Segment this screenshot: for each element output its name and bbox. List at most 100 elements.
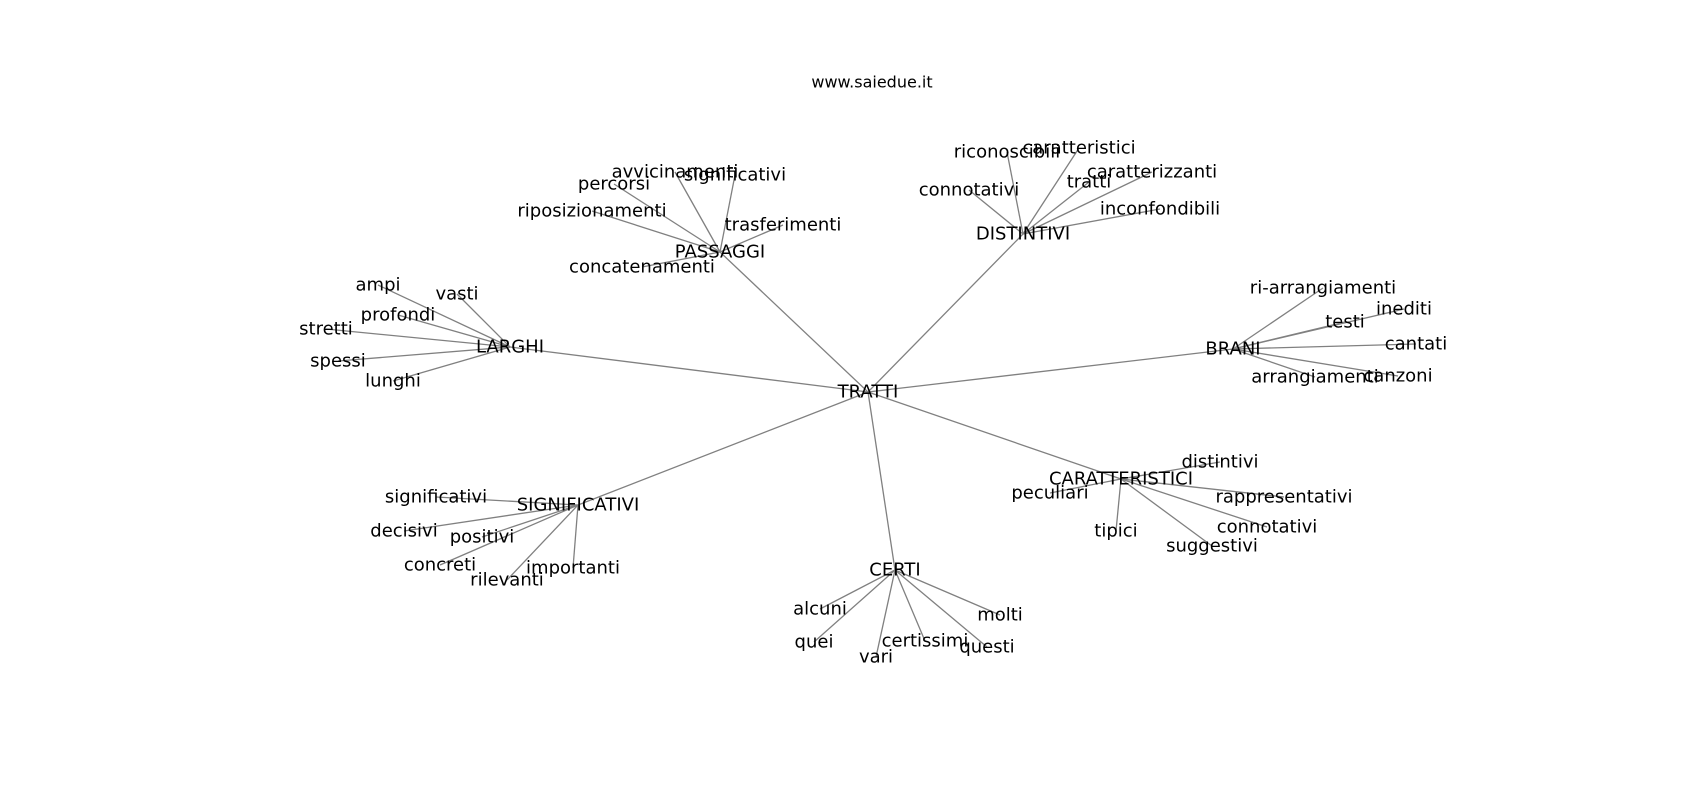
edge-3-3: [1232, 343, 1417, 350]
leaf-node-label: stretti: [299, 319, 353, 340]
leaf-node-label: tratti: [1067, 172, 1112, 193]
leaf-node-label: suggestivi: [1166, 536, 1258, 557]
edge-center-1: [867, 233, 1024, 393]
edge-center-6: [867, 391, 896, 571]
group-node-label: CERTI: [869, 560, 920, 581]
leaf-node-label: vasti: [435, 284, 478, 305]
group-node-label: SIGNIFICATIVI: [517, 495, 640, 516]
leaf-node-label: connotativi: [1217, 517, 1318, 538]
edge-center-0: [719, 251, 869, 393]
leaf-node-label: inconfondibili: [1100, 199, 1220, 220]
edge-0-0: [674, 171, 721, 253]
edge-4-3: [1120, 478, 1268, 528]
edge-1-5: [1022, 208, 1161, 235]
edge-3-4: [1232, 348, 1316, 378]
edge-3-0: [1232, 287, 1324, 350]
leaf-node-label: rilevanti: [470, 570, 544, 591]
group-node-label: CARATTERISTICI: [1049, 469, 1193, 490]
leaf-node-label: vari: [859, 647, 893, 668]
edge-1-2: [1022, 181, 1090, 235]
leaf-node-label: avvicinamenti: [612, 162, 739, 183]
graph-edges: [325, 147, 1417, 658]
edge-4-0: [1120, 461, 1221, 480]
edge-6-3: [894, 569, 926, 642]
center-node-label: TRATTI: [837, 382, 899, 403]
edge-6-5: [875, 569, 896, 658]
leaf-node-label: questi: [959, 637, 1014, 658]
leaf-node-label: arrangiamenti: [1251, 367, 1379, 388]
leaf-node-label: tipici: [1094, 521, 1137, 542]
leaf-node-label: significativi: [684, 165, 786, 186]
edge-1-4: [968, 189, 1024, 235]
leaf-node-label: spessi: [310, 351, 366, 372]
edge-2-5: [392, 346, 511, 382]
leaf-node-label: positivi: [450, 527, 515, 548]
edge-5-4: [572, 504, 579, 569]
leaf-node-label: importanti: [526, 558, 620, 579]
leaf-node-label: lunghi: [365, 371, 421, 392]
edge-2-0: [377, 284, 511, 348]
edge-0-5: [641, 251, 721, 268]
edge-0-1: [719, 174, 736, 253]
leaf-node-label: caratteristici: [1022, 138, 1135, 159]
leaf-node-label: riconoscibili: [954, 142, 1060, 163]
edge-center-3: [867, 348, 1234, 393]
leaf-node-label: quei: [795, 632, 834, 653]
leaf-node-label: testi: [1325, 312, 1365, 333]
group-node-label: DISTINTIVI: [976, 224, 1070, 245]
leaf-node-label: significativi: [385, 487, 487, 508]
edge-1-0: [1006, 151, 1024, 235]
group-node-label: BRANI: [1205, 339, 1260, 360]
leaf-node-label: caratterizzanti: [1087, 162, 1217, 183]
leaf-node-label: molti: [977, 605, 1023, 626]
graph-labels: TRATTIPASSAGGIavvicinamentisignificativi…: [299, 138, 1447, 668]
leaf-node-label: certissimi: [882, 631, 969, 652]
edge-5-0: [435, 496, 579, 506]
edge-6-0: [819, 569, 896, 610]
edge-1-1: [1022, 147, 1080, 235]
edge-4-4: [1115, 478, 1122, 532]
edge-6-4: [894, 569, 988, 648]
group-node-label: PASSAGGI: [675, 242, 765, 263]
edge-2-1: [456, 293, 511, 348]
group-node-label: LARGHI: [476, 337, 544, 358]
leaf-node-label: alcuni: [793, 599, 847, 620]
leaf-node-label: cantati: [1385, 334, 1447, 355]
leaf-node-label: rappresentativi: [1215, 487, 1352, 508]
edge-center-5: [577, 391, 869, 506]
leaf-node-label: ri-arrangiamenti: [1250, 278, 1396, 299]
leaf-node-label: profondi: [361, 305, 436, 326]
edge-6-2: [813, 569, 896, 643]
edge-0-3: [591, 210, 721, 253]
leaf-node-label: concatenamenti: [569, 257, 715, 278]
edge-center-4: [867, 391, 1122, 480]
edge-0-2: [613, 183, 721, 253]
edge-5-1: [403, 504, 579, 532]
edge-4-2: [1120, 478, 1285, 498]
edge-2-3: [325, 328, 511, 348]
edge-4-5: [1120, 478, 1213, 547]
edge-3-5: [1232, 348, 1399, 377]
leaf-node-label: connotativi: [919, 180, 1020, 201]
edge-2-2: [397, 314, 511, 348]
leaf-node-label: distintivi: [1182, 452, 1259, 473]
edge-5-2: [481, 504, 579, 538]
edge-2-4: [337, 346, 511, 362]
edge-3-2: [1232, 321, 1346, 350]
edge-5-3: [439, 504, 579, 566]
edge-center-2: [509, 346, 869, 393]
leaf-node-label: ampi: [356, 275, 401, 296]
leaf-node-label: inediti: [1376, 299, 1432, 320]
edge-1-3: [1022, 171, 1153, 235]
edge-0-4: [719, 224, 784, 253]
edge-6-1: [894, 569, 1001, 616]
leaf-node-label: decisivi: [370, 521, 437, 542]
leaf-node-label: riposizionamenti: [517, 201, 666, 222]
leaf-node-label: peculiari: [1011, 483, 1088, 504]
edge-5-5: [506, 504, 579, 581]
leaf-node-label: trasferimenti: [725, 215, 842, 236]
leaf-node-label: canzoni: [1363, 366, 1432, 387]
site-title: www.saiedue.it: [811, 73, 932, 92]
edge-4-1: [1049, 478, 1122, 494]
